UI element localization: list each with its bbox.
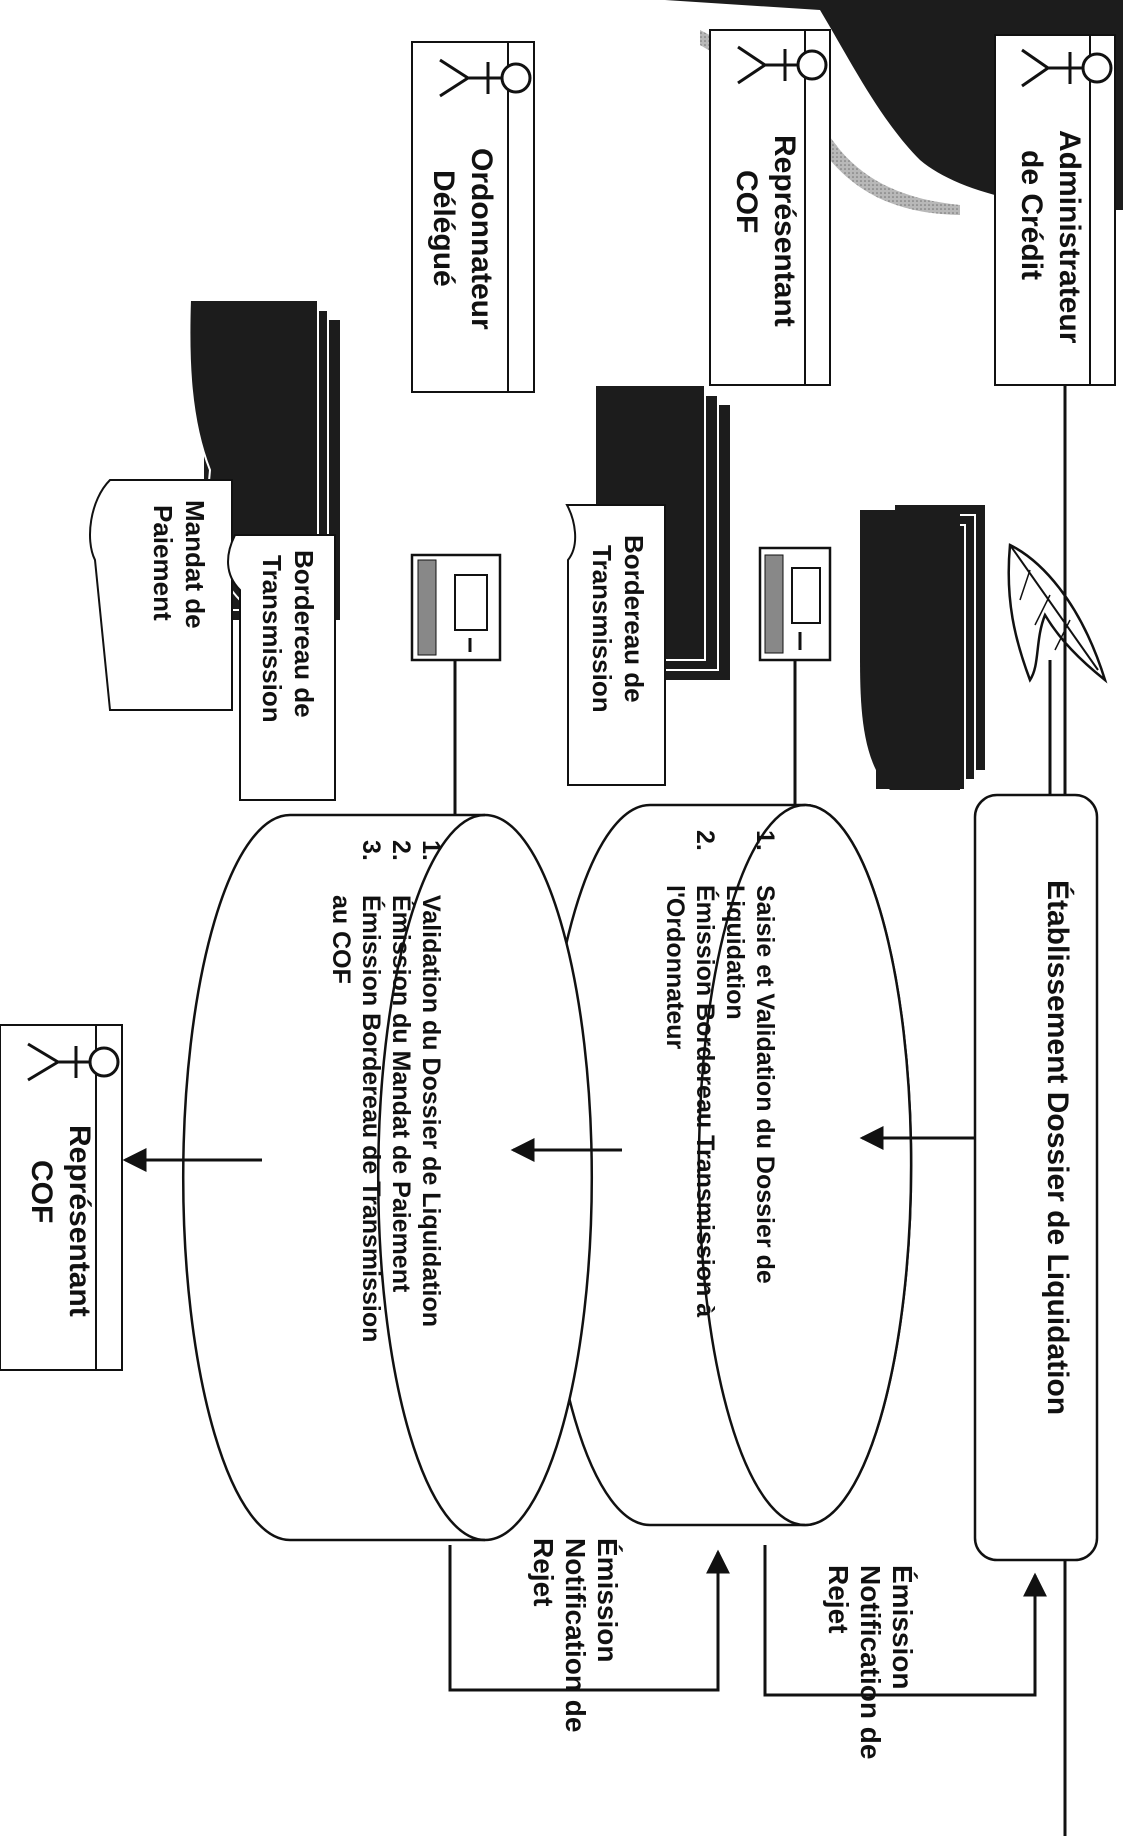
quill-pen-icon [1007,543,1108,684]
actor-label: Représentant [63,1125,96,1317]
process-step: Liquidation [721,885,749,1020]
rejection-label: Rejet [823,1565,854,1633]
stick-figure-icon [439,58,532,98]
rejection-label: Émission [887,1565,918,1689]
document-label: Bordereau de [619,535,649,703]
stick-figure-icon [737,45,828,85]
rejection-label: Notification de [855,1565,886,1759]
document-label: Transmission [587,545,617,713]
rejection-label-bottom: Émission Notification de Rejet [528,1538,623,1732]
document-stack-liquidation-admin [860,505,985,791]
actor-label: de Crédit [1015,150,1048,280]
computer-icon [410,553,502,662]
process-saisie-validation: 1. Saisie et Validation du Dossier de Li… [542,803,913,1527]
document-bordereau-transmission-2: Bordereau de Transmission [227,534,336,801]
stick-figure-icon [1021,48,1113,88]
document-label: Paiement [148,505,178,621]
document-bordereau-transmission-1: Bordereau de Transmission [565,504,666,786]
actor-label: COF [730,170,763,233]
rejection-loop-top [763,1545,1047,1697]
rejection-label: Émission [592,1538,623,1662]
actor-label: Ordonnateur [465,148,498,330]
actor-administrateur-credit: Administrateur de Crédit [994,34,1116,386]
actor-ordonnateur-delegue: Ordonnateur Délégué [411,41,535,393]
process-step-number: 1. [417,840,445,861]
rejection-label-top: Émission Notification de Rejet [823,1565,918,1759]
computer-icon [758,546,832,662]
document-label: Transmission [257,555,287,723]
actor-label: COF [25,1160,58,1223]
document-label: Bordereau de [289,550,319,718]
document-mandat-paiement: Mandat de Paiement [89,479,233,711]
actor-label: Délégué [427,170,460,287]
rejection-label: Notification de [560,1538,591,1732]
process-step: Émission Bordereau Transmission à [691,885,720,1317]
document-label: Mandat de [180,500,210,629]
actor-label: Administrateur [1053,130,1086,344]
process-etablissement-dossier: Établissement Dossier de Liquidation [973,793,1099,1562]
actor-label: Représentant [768,135,801,327]
process-step: Saisie et Validation du Dossier de [751,885,779,1284]
process-step: l'Ordonnateur [661,885,689,1050]
actor-representant-cof-bottom: Représentant COF [0,1024,123,1371]
process-step: Émission Bordereau de Transmission [357,895,386,1342]
process-step: Émission du Mandat de Paiement [387,895,416,1293]
rejection-label: Rejet [528,1538,559,1606]
process-step-number: 3. [357,840,385,861]
process-step: Validation du Dossier de Liquidation [417,895,445,1327]
actor-representant-cof-top: Représentant COF [709,29,831,386]
process-step-number: 1. [751,830,779,851]
flow-arrows [122,1126,975,1172]
process-label: Établissement Dossier de Liquidation [1041,880,1075,1415]
rejection-loop-bottom [448,1545,730,1692]
process-step: au COF [327,895,355,984]
stick-figure-icon [27,1042,120,1082]
process-step-number: 2. [691,830,719,851]
process-step-number: 2. [387,840,415,861]
process-validation-mandat: 1. Validation du Dossier de Liquidation … [181,813,594,1542]
